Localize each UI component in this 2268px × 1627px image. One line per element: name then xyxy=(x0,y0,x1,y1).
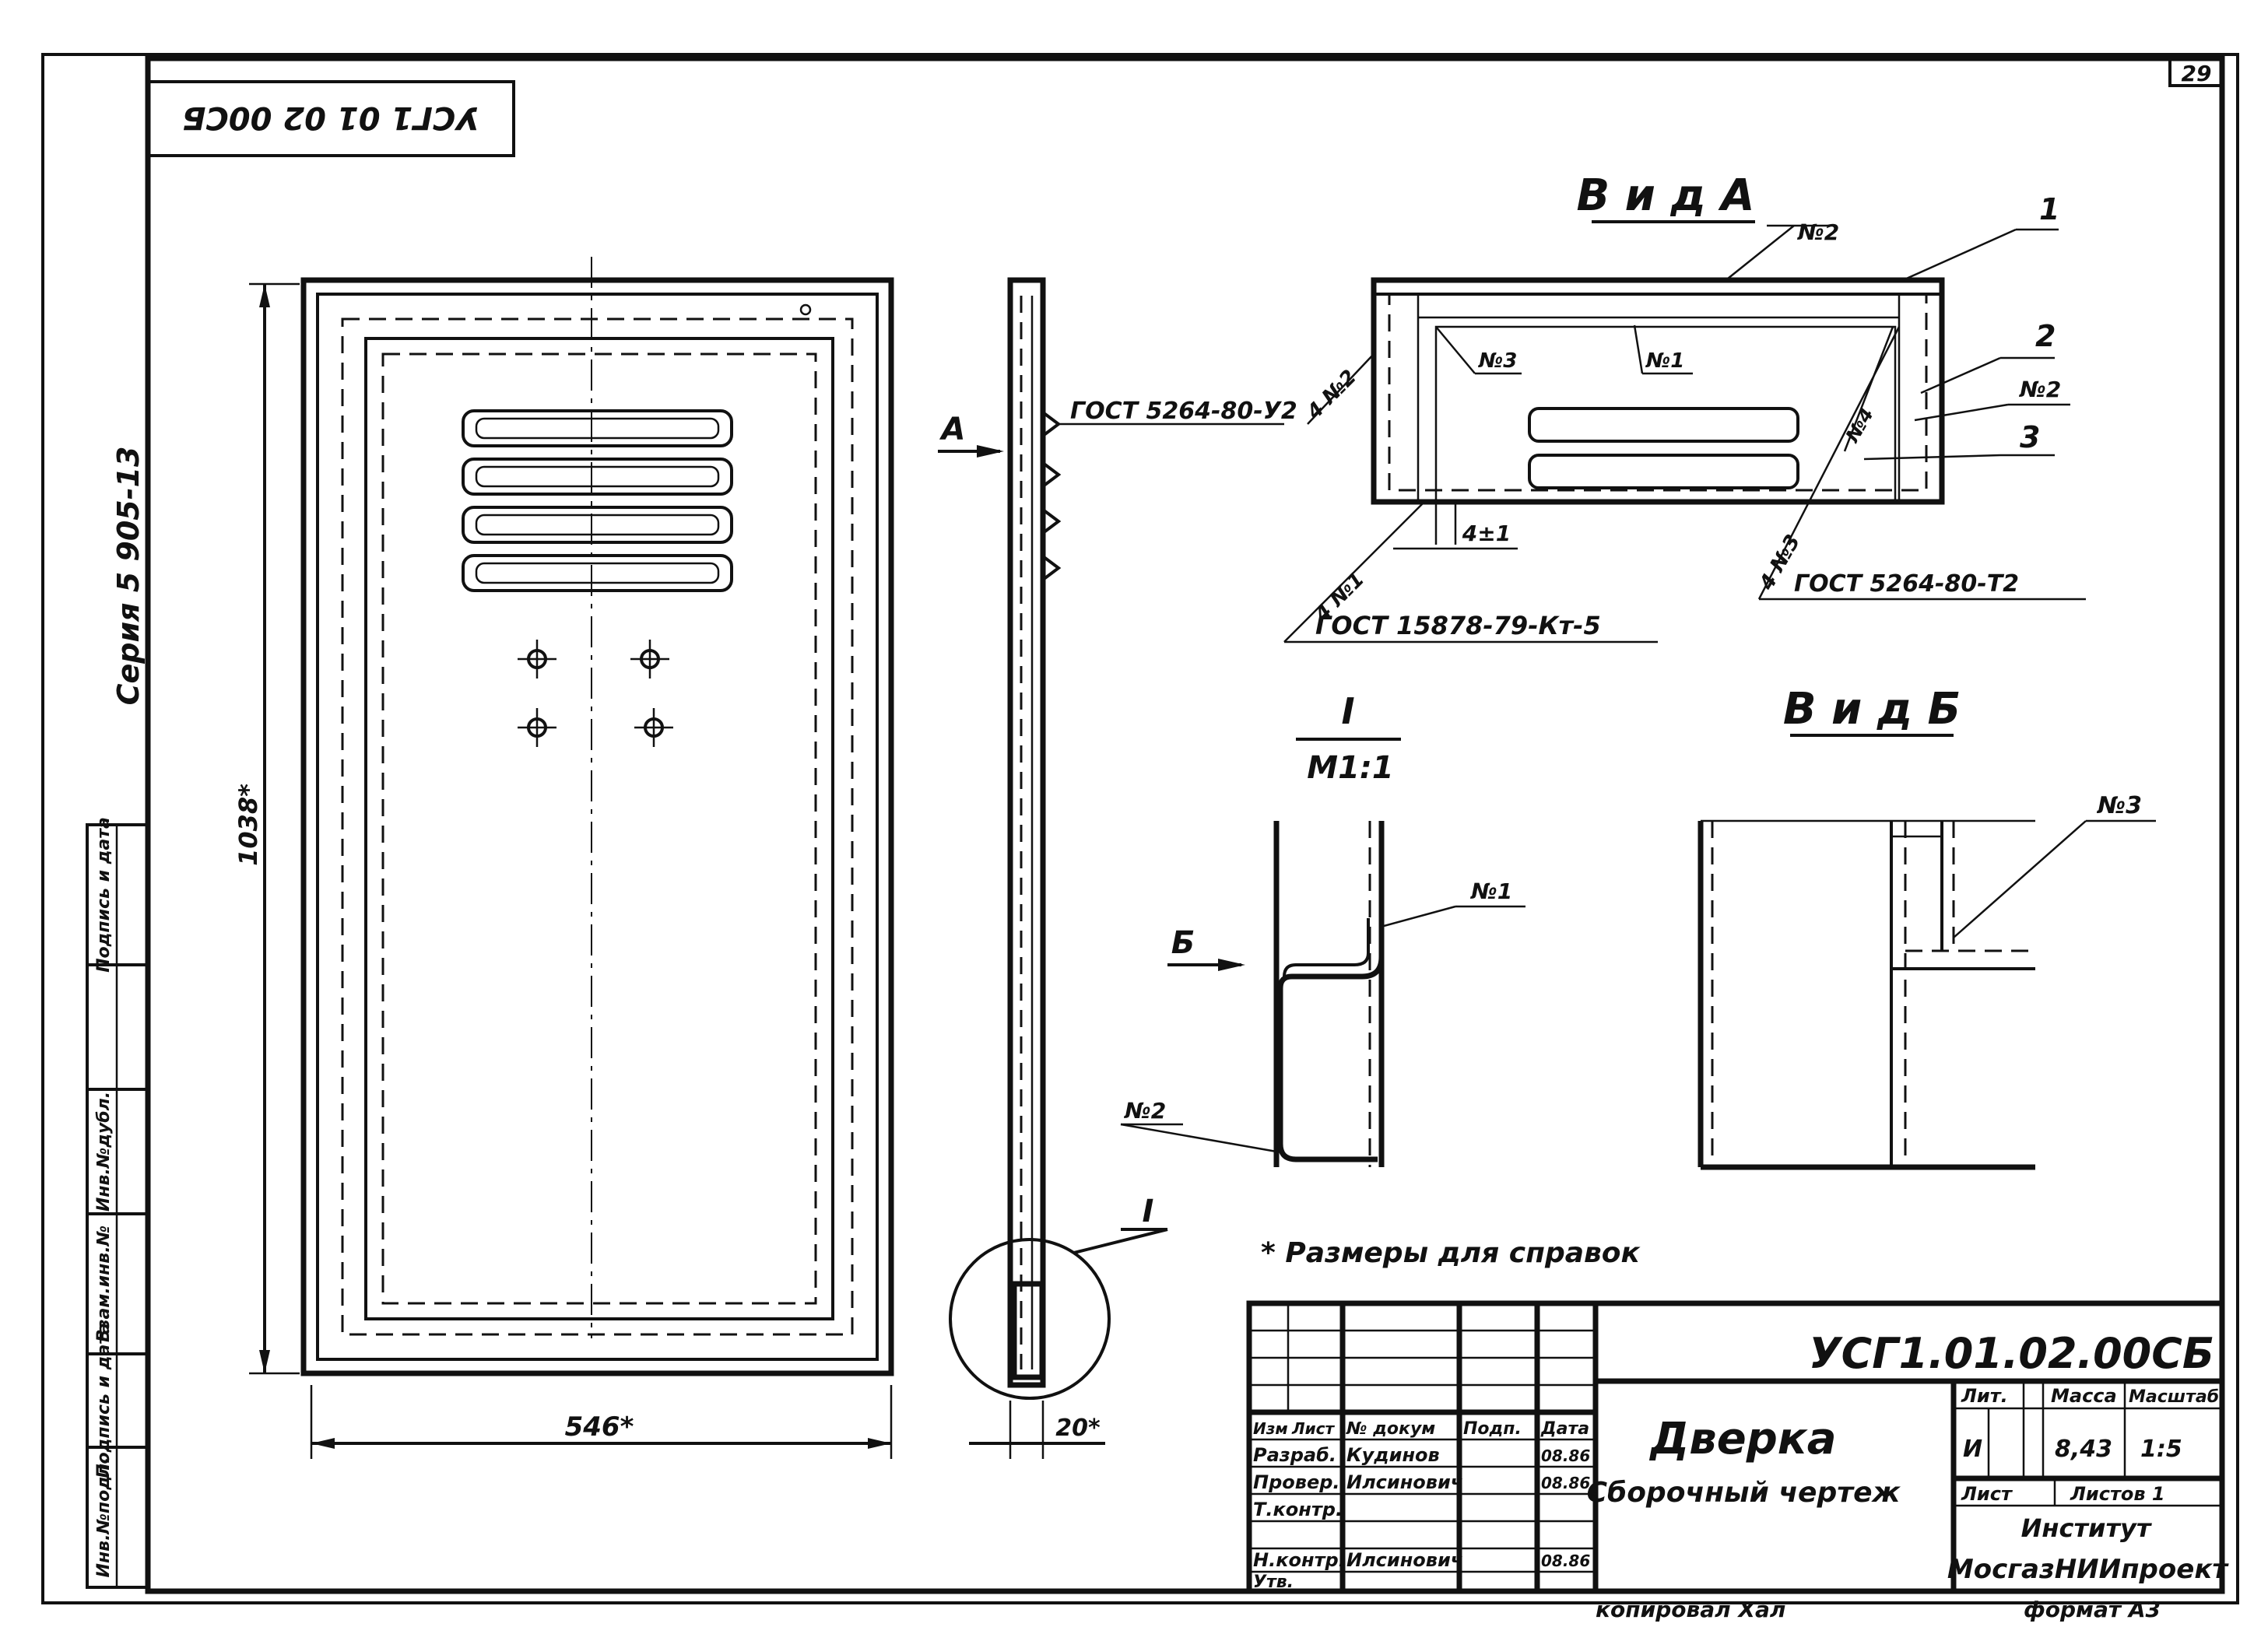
copied-by: копировал Хал xyxy=(1596,1597,1785,1622)
tb-role-1: Разраб. xyxy=(1253,1444,1336,1466)
thickness-dim-label: 20* xyxy=(1055,1415,1101,1442)
tb-name-1: Кудинов xyxy=(1346,1444,1440,1466)
view-a xyxy=(1371,277,1945,505)
sheet-number: 29 xyxy=(2182,61,2212,86)
side-stamp: Инв.№подл. Подпись и дата Взам.инв.№ Инв… xyxy=(86,817,149,1589)
arrow-a-label: А xyxy=(939,412,966,447)
detail-scale: М1:1 xyxy=(1307,750,1393,786)
detail-n1: №1 xyxy=(1469,878,1512,904)
louvers xyxy=(462,409,733,592)
n4-label: №4 xyxy=(1841,405,1878,447)
tb-mass-head: Масса xyxy=(2051,1385,2117,1407)
tb-role-5: Утв. xyxy=(1253,1573,1294,1592)
n2-top: №2 xyxy=(1796,219,1839,245)
side-stamp-c3: Взам.инв.№ xyxy=(94,1226,114,1342)
detail-section xyxy=(1273,821,1385,1167)
tb-name-4: Илсинович xyxy=(1346,1549,1463,1571)
tb-code: УСГ1.01.02.00СБ xyxy=(1809,1329,2214,1378)
view-b-title: В и д Б xyxy=(1783,684,1961,735)
tb-org-2: МосгазНИИпроект xyxy=(1947,1554,2229,1585)
width-dimension xyxy=(310,1385,893,1459)
pos-1: 1 xyxy=(2039,192,2059,226)
thickness-dimension xyxy=(969,1401,1105,1459)
n1-label: №1 xyxy=(1645,349,1684,373)
weld-4n2: 4 №2 xyxy=(1302,366,1361,425)
pos-2: 2 xyxy=(2035,319,2056,353)
side-stamp-c2: Подпись и дата xyxy=(94,1323,114,1478)
tb-org-1: Институт xyxy=(2021,1513,2153,1543)
gost-3-label: ГОСТ 15878-79-Кт-5 xyxy=(1315,611,1601,640)
tb-head-doc: № докум xyxy=(1346,1419,1435,1439)
arrow-b-label: Б xyxy=(1171,925,1195,961)
tb-head-date: Дата xyxy=(1540,1419,1589,1439)
tb-role-3: Т.контр. xyxy=(1253,1499,1343,1520)
view-a-arrow xyxy=(938,445,1004,458)
footnote: * Размеры для справок xyxy=(1261,1237,1641,1269)
side-stamp-c5: Подпись и дата xyxy=(94,817,114,973)
pos-3: 3 xyxy=(2020,420,2040,454)
height-dimension xyxy=(249,282,300,1375)
view-b-arrow xyxy=(1167,959,1245,971)
n3-label: №3 xyxy=(1478,349,1517,373)
gap-dim-label: 4±1 xyxy=(1462,521,1511,546)
title-block xyxy=(1246,1300,2225,1594)
tb-date-2: 08.86 xyxy=(1541,1474,1590,1492)
tb-lit-head: Лит. xyxy=(1961,1385,2008,1407)
n2-right: №2 xyxy=(2018,377,2061,402)
view-a-title: В и д А xyxy=(1577,170,1755,221)
tb-name-2: Илсинович xyxy=(1346,1471,1463,1493)
side-view xyxy=(949,277,1111,1400)
tb-head-sign: Подп. xyxy=(1463,1419,1522,1439)
tb-scale-head: Масштаб xyxy=(2129,1387,2219,1407)
tb-mass-value: 8,43 xyxy=(2055,1436,2112,1463)
rotated-code-box xyxy=(146,80,515,157)
tb-scale-value: 1:5 xyxy=(2140,1436,2182,1463)
view-b xyxy=(1697,819,2035,1170)
mounting-holes xyxy=(518,640,673,747)
detail-circle xyxy=(949,1238,1111,1400)
tb-sheet-label: Лист xyxy=(1961,1483,2013,1505)
tb-head-izm: Изм xyxy=(1253,1419,1288,1438)
height-dim-label: 1038* xyxy=(233,784,263,866)
detail-title: I xyxy=(1341,690,1354,732)
tb-sheets-label: Листов 1 xyxy=(2070,1483,2165,1505)
side-stamp-c1: Инв.№подл. xyxy=(94,1457,114,1578)
view-b-leader xyxy=(1953,819,2156,938)
detail-leaders xyxy=(1120,905,1525,1153)
tb-doc-type: Сборочный чертеж xyxy=(1587,1477,1901,1509)
tb-head-list: Лист xyxy=(1291,1419,1335,1438)
view-a-leaders xyxy=(1283,224,2086,643)
detail-n2: №2 xyxy=(1123,1098,1166,1124)
side-stamp-c4: Инв.№дубл. xyxy=(94,1092,114,1211)
front-view xyxy=(300,257,894,1376)
view-b-n3: №3 xyxy=(2096,792,2142,819)
tb-name: Дверка xyxy=(1648,1414,1836,1464)
detail-callout: I xyxy=(1143,1194,1154,1229)
gost-2-label: ГОСТ 5264-80-Т2 xyxy=(1794,570,2019,598)
tb-role-2: Провер. xyxy=(1253,1471,1340,1493)
tb-lit-value: И xyxy=(1963,1436,1982,1463)
gost-1-label: ГОСТ 5264-80-У2 xyxy=(1070,398,1297,425)
tb-date-1: 08.86 xyxy=(1541,1446,1590,1465)
rotated-code: УСГ1 01 02 00СБ xyxy=(182,100,479,135)
sheet-number-box xyxy=(2168,57,2224,87)
sheet-format: формат А3 xyxy=(2024,1597,2161,1622)
outer-frame xyxy=(41,53,2239,1604)
series-label: Серия 5 905-13 xyxy=(111,447,146,706)
tb-date-4: 08.86 xyxy=(1541,1552,1590,1570)
width-dim-label: 546* xyxy=(565,1411,634,1443)
tb-role-4: Н.контр. xyxy=(1253,1549,1346,1571)
